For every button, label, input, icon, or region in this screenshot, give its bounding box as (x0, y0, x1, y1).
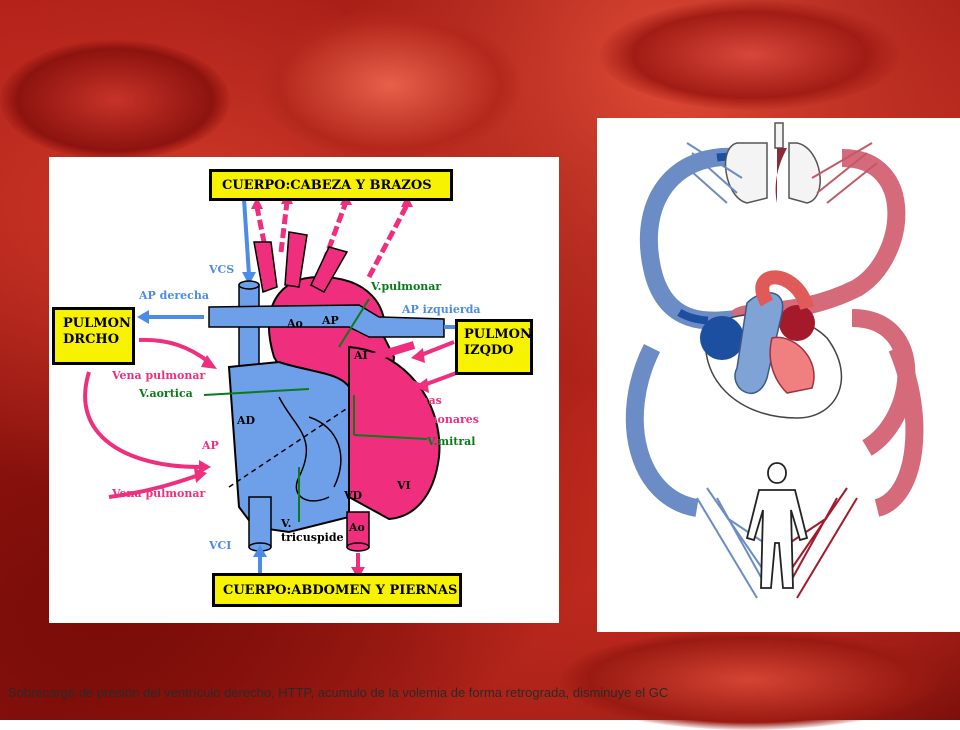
label-vena-pulmonar-1: Vena pulmonar (112, 369, 206, 382)
label-venas-line2: pulmonares (406, 413, 479, 426)
label-ap-derecha: AP derecha (139, 289, 209, 302)
heart-circulation-diagram: CUERPO:CABEZA Y BRAZOS CUERPO:ABDOMEN Y … (49, 157, 559, 623)
blood-cell-decoration (600, 0, 900, 110)
right-lung-label-line1: PULMON (63, 316, 131, 331)
body-abdomen-legs-box: CUERPO:ABDOMEN Y PIERNAS (212, 573, 462, 607)
right-lung-box: PULMON DRCHO (52, 307, 135, 365)
label-ad: AD (237, 414, 256, 427)
label-vci: VCI (209, 539, 232, 552)
body-head-arms-label: CUERPO:CABEZA Y BRAZOS (222, 178, 432, 193)
label-ai: AI (354, 349, 368, 362)
body-abdomen-legs-label: CUERPO:ABDOMEN Y PIERNAS (223, 583, 458, 598)
blood-cell-decoration (0, 40, 230, 160)
blood-cell-decoration (560, 630, 940, 730)
label-v-pulmonar: V.pulmonar (371, 280, 442, 293)
label-venas-line1: Venas (406, 394, 442, 407)
label-ap-izquierda: AP izquierda (402, 303, 481, 316)
left-lung-label-line1: PULMON (464, 327, 532, 342)
label-ao-bottom: Ao (349, 521, 365, 534)
label-vcs: VCS (209, 263, 235, 276)
heart-diagram-drawing (83, 192, 473, 579)
label-v-mitral: V.mitral (427, 435, 476, 448)
label-vi: VI (397, 479, 411, 492)
slide-caption: Sobrecarga de presión del ventrículo der… (8, 685, 669, 700)
label-ao-top: Ao (287, 317, 303, 330)
right-lung-label-line2: DRCHO (63, 332, 120, 347)
blood-cell-decoration (260, 10, 520, 160)
circulation-loop-drawing (625, 122, 924, 599)
label-v-aortica: V.aortica (139, 387, 193, 400)
circulation-loop-diagram (597, 118, 960, 632)
label-ap-center: AP (322, 314, 339, 327)
label-vena-pulmonar-2: Vena pulmonar (112, 487, 206, 500)
label-v-tric-line2: tricuspide (281, 531, 344, 544)
left-lung-label-line2: IZQDO (464, 343, 514, 358)
label-v-tric-line1: V. (281, 517, 292, 530)
label-ap-left: AP (202, 439, 219, 452)
body-head-arms-box: CUERPO:CABEZA Y BRAZOS (209, 169, 453, 201)
label-vd: VD (344, 489, 363, 502)
left-lung-box: PULMON IZQDO (455, 319, 533, 375)
